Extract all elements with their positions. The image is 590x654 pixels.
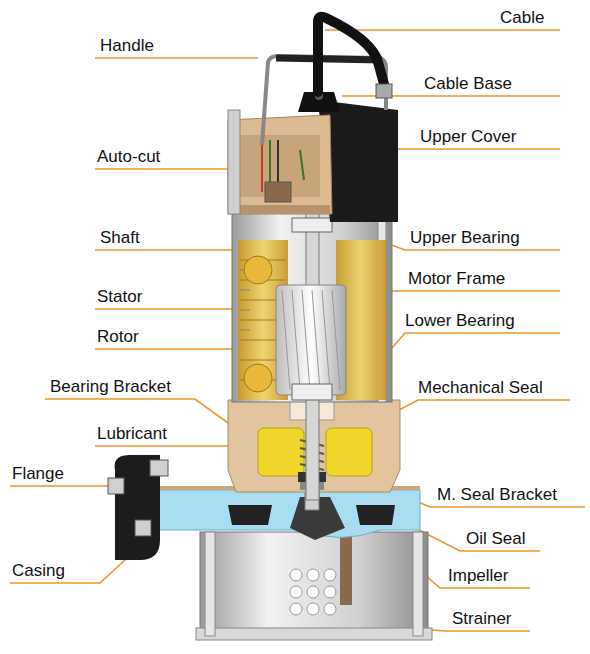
strainer [196,532,432,640]
part-label-holder: Lower Bearing [405,311,515,331]
rotor [276,205,346,500]
part-label-holder: Auto-cut [97,147,160,167]
part-label: Stator [97,287,142,306]
part-label: Cable [500,8,544,27]
part-label: Strainer [452,609,512,628]
part-label: M. Seal Bracket [437,485,557,504]
part-label: Bearing Bracket [50,377,171,396]
part-label: Lower Bearing [405,311,515,330]
part-label-holder: Bearing Bracket [50,377,171,397]
part-label: Rotor [97,327,139,346]
part-label: Oil Seal [466,529,526,548]
part-label-holder: Motor Frame [408,269,505,289]
part-label-holder: Lubricant [97,424,167,444]
part-label-holder: Stator [97,287,142,307]
part-label: Motor Frame [408,269,505,288]
part-label: Upper Bearing [410,228,520,247]
part-label: Casing [12,561,65,580]
part-label: Mechanical Seal [418,378,543,397]
part-label-holder: Rotor [97,327,139,347]
part-label: Cable Base [424,74,512,93]
part-label: Impeller [448,566,508,585]
handle [262,56,386,145]
part-label-holder: Strainer [452,609,512,629]
part-label-holder: Oil Seal [466,529,526,549]
part-label-holder: Impeller [448,566,508,586]
part-label-holder: Cable [500,8,544,28]
part-label: Flange [12,464,64,483]
part-label-holder: Handle [100,36,154,56]
part-label-holder: Cable Base [424,74,512,94]
part-label-holder: Upper Bearing [410,228,520,248]
part-label-holder: M. Seal Bracket [437,485,557,505]
part-label: Upper Cover [420,127,516,146]
part-label: Shaft [100,228,140,247]
part-label-holder: Shaft [100,228,140,248]
part-label-holder: Mechanical Seal [418,378,543,398]
part-label: Auto-cut [97,147,160,166]
part-label: Lubricant [97,424,167,443]
part-label-holder: Upper Cover [420,127,516,147]
part-label-holder: Flange [12,464,64,484]
part-label-holder: Casing [12,561,65,581]
part-label: Handle [100,36,154,55]
upper-cover [228,100,398,222]
cable [318,17,392,98]
